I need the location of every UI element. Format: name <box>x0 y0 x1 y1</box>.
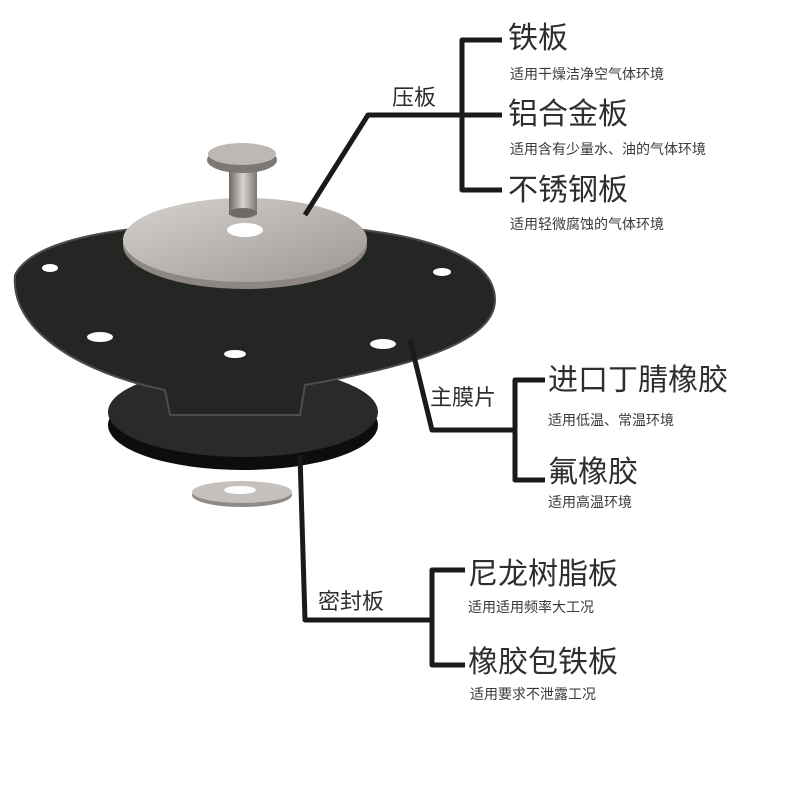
option-aluminum-plate-desc: 适用含有少量水、油的气体环境 <box>510 142 706 158</box>
option-rubber-coated-iron-desc: 适用要求不泄露工况 <box>470 687 596 703</box>
option-iron-plate: 铁板 <box>508 21 568 56</box>
option-nylon-plate: 尼龙树脂板 <box>468 557 618 592</box>
group-label-main-diaphragm: 主膜片 <box>430 386 497 411</box>
pressure-plate <box>123 198 367 289</box>
option-fluoro-rubber: 氟橡胶 <box>548 455 638 490</box>
center-pin <box>207 143 277 218</box>
option-nylon-plate-desc: 适用适用频率大工况 <box>468 600 594 616</box>
option-fluoro-rubber-desc: 适用高温环境 <box>548 495 632 511</box>
option-stainless-plate: 不锈钢板 <box>508 173 628 208</box>
option-iron-plate-desc: 适用干燥洁净空气体环境 <box>510 67 664 83</box>
group-label-pressure-plate: 压板 <box>392 86 437 111</box>
group-label-sealing-plate: 密封板 <box>318 590 385 615</box>
option-stainless-plate-desc: 适用轻微腐蚀的气体环境 <box>510 217 664 233</box>
option-rubber-coated-iron: 橡胶包铁板 <box>468 645 618 680</box>
washer <box>192 481 292 507</box>
option-aluminum-plate: 铝合金板 <box>508 97 628 132</box>
option-nbr-rubber-desc: 适用低温、常温环境 <box>548 413 674 429</box>
leader-lines <box>297 37 545 668</box>
option-nbr-rubber: 进口丁腈橡胶 <box>548 363 728 398</box>
